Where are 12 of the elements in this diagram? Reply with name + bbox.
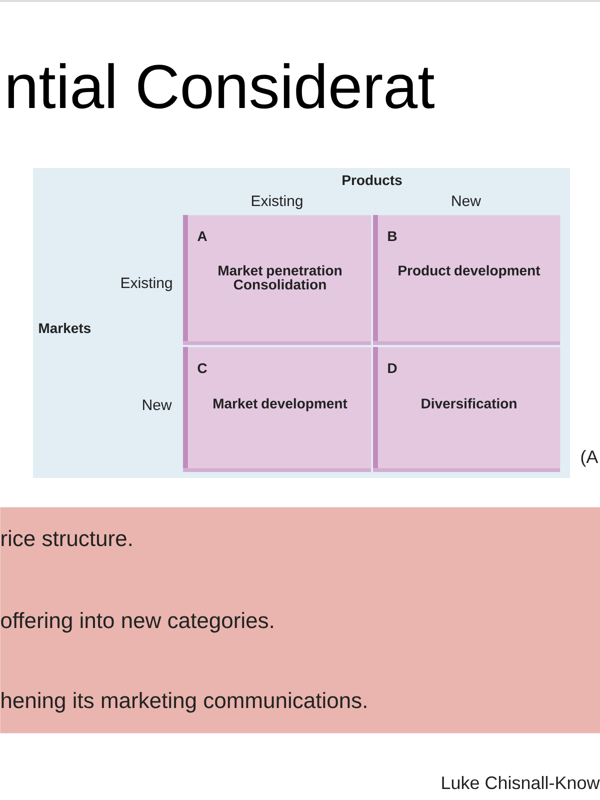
- quadrant-box: B Product development: [373, 215, 560, 345]
- row-heading: Existing: [122, 277, 172, 292]
- quadrant-box: C Market development: [183, 347, 372, 472]
- source-note: (A: [581, 450, 598, 467]
- axis-heading: Products: [342, 174, 402, 186]
- row-heading: New: [143, 400, 172, 410]
- text-band: rice structure. offering into new categories. hening its marketing communications.: [0, 507, 600, 734]
- quadrant-box: A Market penetration Consolidation: [183, 215, 372, 345]
- author-name: Luke Chisnall-Know: [442, 776, 600, 790]
- axis-heading: Markets: [39, 322, 91, 334]
- quadrant-box: D Diversification: [373, 347, 560, 472]
- slide-title: ntial Considerat: [8, 63, 434, 109]
